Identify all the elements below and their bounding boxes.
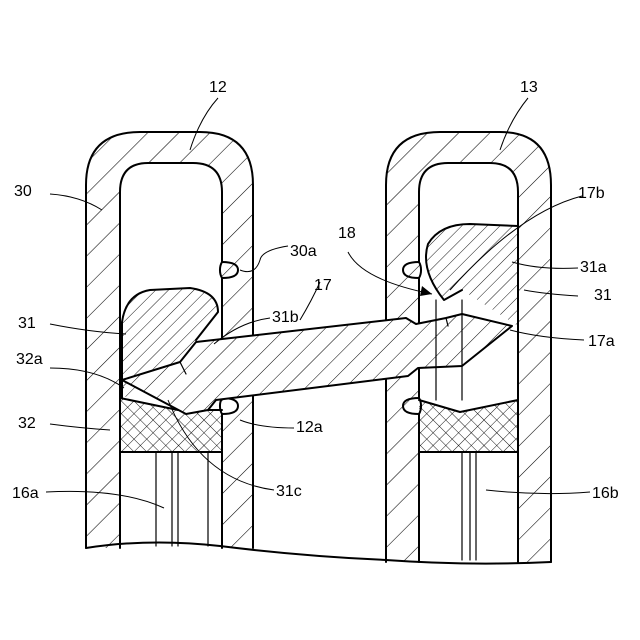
label-12: 12 [209,79,227,96]
label-13: 13 [520,79,538,96]
label-17a: 17a [588,333,615,350]
label-31b: 31b [272,309,299,326]
label-31-left: 31 [18,315,36,332]
label-31a: 31a [580,259,607,276]
right-block-31 [426,224,518,326]
label-30: 30 [14,183,32,200]
gap-18-arrowhead [420,286,432,296]
right-block-32 [419,400,518,452]
label-31-right: 31 [594,287,612,304]
label-16a: 16a [12,485,39,502]
label-16b: 16b [592,485,619,502]
label-17b: 17b [578,185,605,202]
left-rods-16a [156,452,208,546]
label-18: 18 [338,225,356,242]
label-12a: 12a [296,419,323,436]
label-17: 17 [314,277,332,294]
label-30a: 30a [290,243,317,260]
label-32a: 32a [16,351,43,368]
label-31c: 31c [276,483,302,500]
label-32: 32 [18,415,36,432]
